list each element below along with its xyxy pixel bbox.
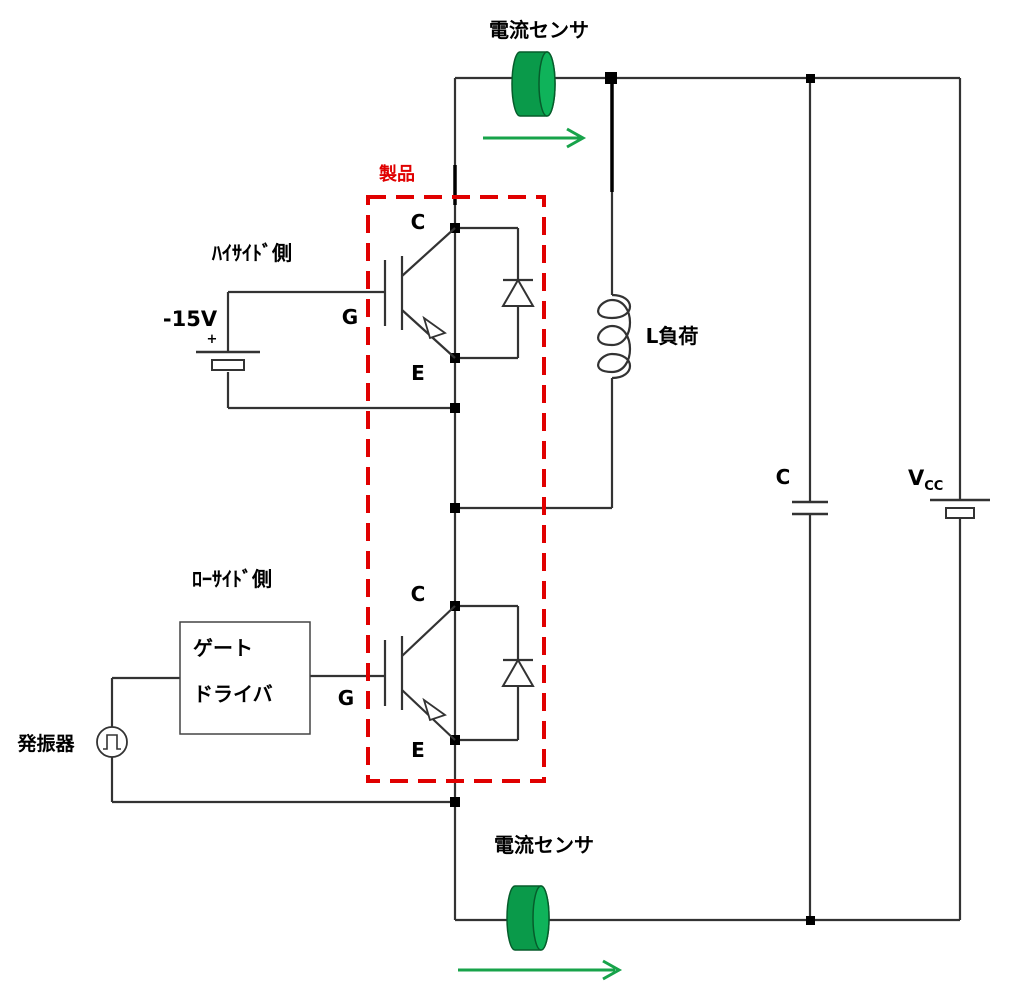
gate-bottom-label: G [338,686,354,710]
gate-driver-box [179,621,311,735]
gate-driver-label-line1: ゲート [193,636,253,660]
emitter-bottom-label: E [411,738,425,762]
vcc-source [930,498,990,519]
oscillator-label: 発振器 [16,732,75,755]
vcc-main: V [908,466,925,490]
vcc-label: VCC [908,466,943,494]
voltage-label: -15V [163,307,218,331]
diode-high-side [501,277,535,307]
current-arrow-top [483,127,587,149]
oscillator-icon [96,726,128,758]
capacitor-label: C [776,465,791,489]
gate-top-label: G [342,305,358,329]
current-arrow-bottom [458,959,623,981]
junction-nodes [450,72,815,925]
gate-driver-label-line2: ドライバ [193,682,273,706]
emitter-top-label: E [411,361,425,385]
current-sensor-top [511,51,556,117]
high-side-label: ﾊｲｻｲﾄﾞ側 [211,241,292,265]
inductor [597,293,632,380]
gate-bias-source [196,350,260,371]
igbt-high-side [383,227,456,359]
capacitor [792,500,828,516]
current-sensor-top-label: 電流センサ [489,18,589,42]
current-sensor-bottom-label: 電流センサ [494,833,594,857]
low-side-label: ﾛｰｻｲﾄﾞ側 [192,567,272,591]
product-boundary [366,195,546,783]
collector-bottom-label: C [411,582,426,606]
current-sensor-bottom [506,885,550,951]
igbt-low-side [383,605,456,741]
vcc-subscript: CC [924,479,943,494]
collector-top-label: C [411,210,426,234]
product-label: 製品 [378,164,415,185]
plus-sign: + [207,332,218,347]
diode-low-side [501,657,535,687]
load-label: L負荷 [646,324,699,348]
wires [110,76,962,922]
